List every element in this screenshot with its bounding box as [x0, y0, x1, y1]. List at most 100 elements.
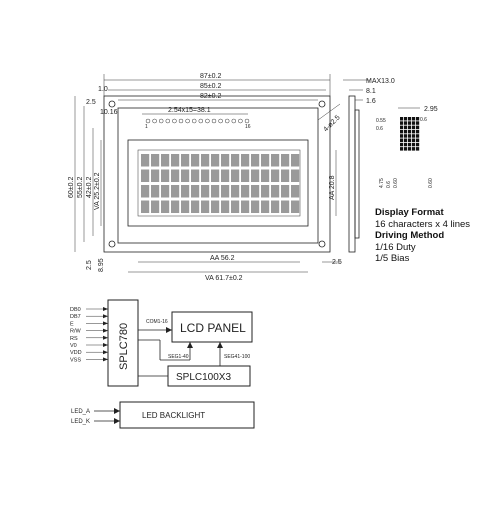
bottom-dimensions: AA 56.2 VA 61.7±0.2 2.5 [128, 255, 342, 282]
driver-label: SPLC100X3 [176, 372, 231, 383]
dim-0-60-a: 0.60 [393, 178, 399, 188]
pixel-dot [408, 125, 412, 130]
pixel-dot [408, 138, 412, 142]
character-cell [281, 200, 290, 213]
side-glass [354, 109, 360, 239]
character-cell [171, 169, 180, 182]
pixel-dot [408, 121, 412, 125]
pixel-dot [416, 142, 420, 147]
dim-8-1: 8.1 [366, 88, 376, 95]
signal-label: VSS [70, 357, 81, 363]
pixel-dot [404, 134, 408, 138]
character-cell [161, 169, 170, 182]
controller-label: SPLC780 [118, 323, 130, 370]
pixel-dot [408, 147, 412, 151]
dim-0-6-top: 0.6 [420, 117, 427, 123]
character-cell [221, 169, 230, 182]
pin-pad [244, 118, 250, 124]
character-cell [241, 200, 250, 213]
character-cell [231, 200, 240, 213]
character-cell [211, 154, 220, 167]
pixel-dot [412, 142, 416, 147]
character-cell [151, 154, 160, 167]
dim-pitch: 2.54x15=38.1 [168, 107, 211, 114]
character-cell [261, 169, 270, 182]
character-cell [201, 200, 210, 213]
pcb-outline [103, 95, 331, 253]
block-diagram: SPLC780 LCD PANEL SPLC100X3 COM1-16 SEG1… [70, 299, 255, 429]
pixel-dot [416, 129, 420, 134]
character-cell [281, 154, 290, 167]
dim-aa-20: AA 20.8 [329, 175, 336, 200]
pin-pad [172, 118, 177, 124]
spec-panel: Display Format 16 characters x 4 lines D… [375, 207, 495, 265]
led-a-label: LED_A [71, 409, 90, 415]
pin-pad [145, 118, 151, 124]
duty-value: 1/16 Duty [375, 241, 416, 253]
pin-1-label: 1 [145, 124, 148, 130]
mounting-hole [108, 100, 116, 108]
dim-42: 42±0.2 [86, 177, 93, 198]
character-cell [281, 185, 290, 198]
pin-pad [178, 118, 184, 124]
dim-1-6: 1.6 [366, 98, 376, 105]
dim-2-5-right: 2.5 [332, 259, 342, 266]
character-cell [271, 200, 280, 213]
signal-label: VDD [70, 350, 82, 356]
character-cell [181, 200, 190, 213]
character-cell [221, 154, 230, 167]
pin-pad [158, 118, 164, 124]
seg-label-2: SEG41-100 [224, 354, 250, 360]
character-cell [141, 185, 150, 198]
dim-0-55: 0.55 [376, 118, 386, 124]
dim-2-95: 2.95 [424, 106, 438, 113]
dim-max13: MAX13.0 [366, 78, 395, 85]
pin-pad [205, 118, 210, 124]
character-cell [141, 200, 150, 213]
front-view: 1 16 [103, 95, 331, 253]
pixel-dot [416, 134, 420, 138]
pin-pad [191, 118, 197, 124]
dim-8-95: 8.95 [98, 258, 105, 272]
character-cell [271, 169, 280, 182]
character-cell [191, 185, 200, 198]
pixel-dot [416, 138, 420, 142]
pixel-dot [400, 142, 404, 147]
pixel-dot [404, 129, 408, 134]
mounting-hole [318, 100, 326, 108]
character-cell [201, 169, 210, 182]
character-cell [231, 169, 240, 182]
character-cell [271, 154, 280, 167]
bezel-outline [117, 107, 319, 244]
character-cell [191, 200, 200, 213]
pixel-dot [400, 134, 404, 138]
pixel-dot [416, 117, 420, 121]
pin-pad [218, 118, 223, 124]
character-cell [251, 169, 260, 182]
pin-pad [165, 118, 171, 124]
character-cell [231, 154, 240, 167]
pixel-dot [412, 134, 416, 138]
dim-0-6-left: 0.6 [376, 126, 383, 132]
character-cell [251, 200, 260, 213]
dim-60: 60±0.2 [68, 177, 75, 198]
dim-va-25: VA 25.2±0.2 [94, 172, 101, 210]
pixel-dot [404, 142, 408, 147]
pin-header [145, 118, 250, 124]
pixel-dot [404, 117, 408, 121]
pin-pad [211, 118, 217, 124]
character-cell [151, 200, 160, 213]
dim-va-61: VA 61.7±0.2 [205, 275, 243, 282]
viewing-area [127, 139, 309, 227]
character-cell [281, 169, 290, 182]
character-cell [231, 185, 240, 198]
signal-label: DB7 [70, 314, 81, 320]
pixel-dot [400, 125, 404, 130]
character-cell [271, 185, 280, 198]
character-cell [291, 154, 300, 167]
mounting-hole [108, 240, 116, 248]
left-dimensions: 60±0.2 55±0.2 42±0.2 VA 25.2±0.2 2.5 8.9… [68, 96, 105, 272]
dim-10-16: 10.16 [100, 109, 118, 116]
